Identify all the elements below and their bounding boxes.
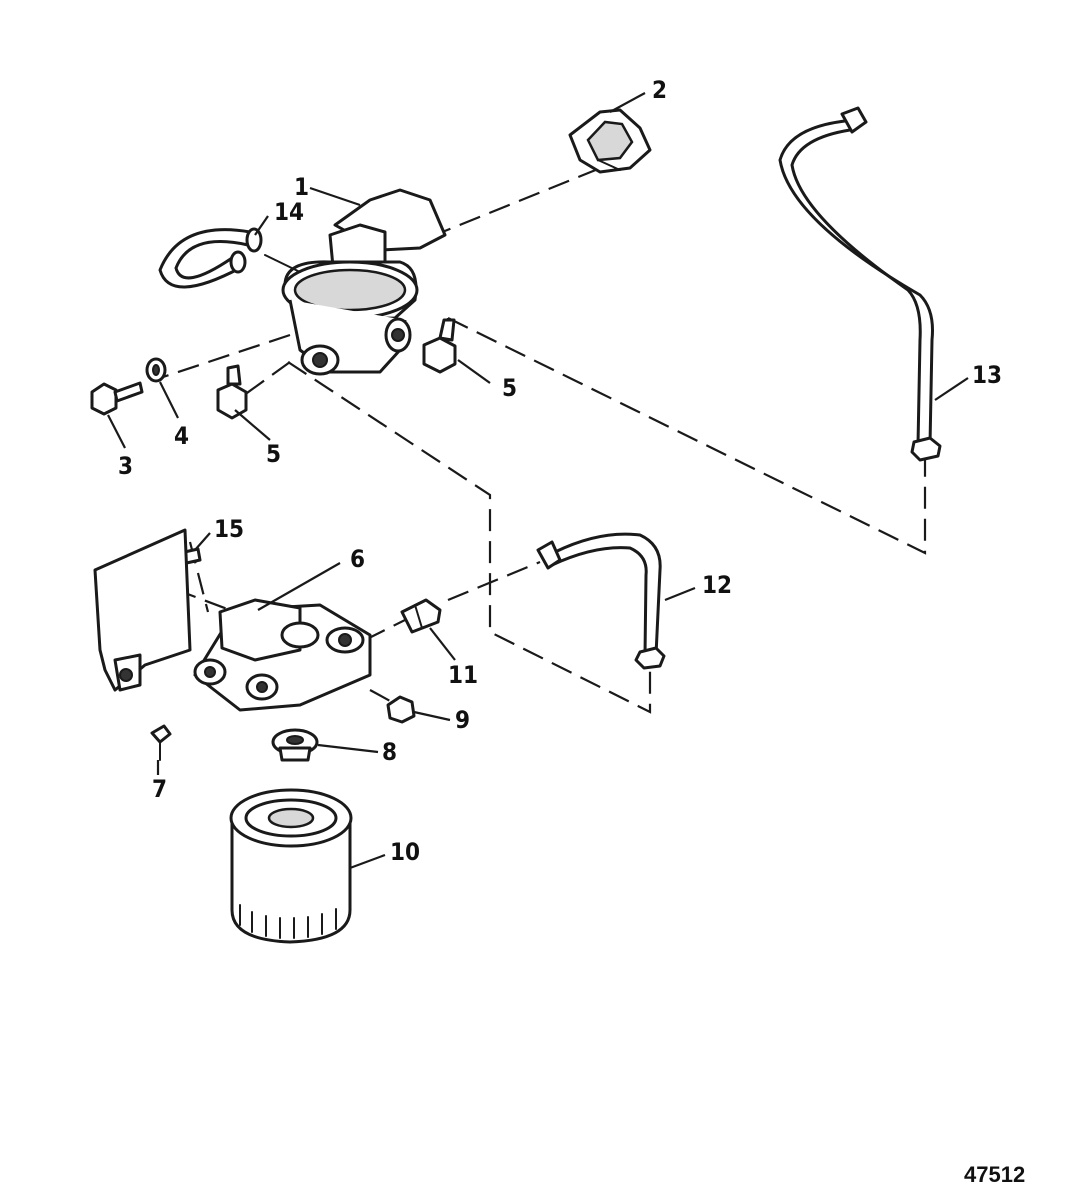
mounting-bracket — [93, 528, 192, 692]
callout-14: 14 — [274, 198, 304, 226]
callout-2: 2 — [652, 76, 667, 104]
part-7-plug — [150, 724, 172, 761]
callout-labels: 1 2 3 4 5 5 6 7 8 9 10 11 12 13 14 15 — [118, 76, 1002, 866]
part-11-fitting — [400, 598, 442, 634]
document-number: 47512 — [964, 1162, 1025, 1187]
callout-4: 4 — [174, 422, 189, 450]
part-5-elbow-fitting-right — [422, 318, 457, 374]
callout-13: 13 — [972, 361, 1002, 389]
part-9-nut — [386, 695, 416, 724]
part-8-adapter — [271, 728, 319, 762]
part-14-hose — [158, 227, 263, 289]
callout-15: 15 — [214, 515, 244, 543]
part-1-fuel-pump — [264, 188, 447, 376]
part-10-filter-canister — [229, 788, 353, 944]
part-13-fuel-line — [778, 106, 942, 462]
callout-5-left: 5 — [266, 440, 281, 468]
part-6-filter-head — [193, 598, 372, 712]
callout-leaders — [107, 92, 969, 870]
part-3-bolt — [90, 381, 144, 416]
callout-6: 6 — [350, 545, 365, 573]
part-2-gasket — [568, 108, 652, 174]
part-4-washer — [145, 357, 167, 383]
callout-10: 10 — [390, 838, 420, 866]
part-5-elbow-fitting-left — [216, 364, 248, 420]
callout-7: 7 — [152, 775, 167, 803]
callout-9: 9 — [455, 706, 470, 734]
callout-1: 1 — [294, 173, 309, 201]
callout-12: 12 — [702, 571, 732, 599]
part-12-fuel-line — [536, 532, 666, 670]
callout-8: 8 — [382, 738, 397, 766]
callout-11: 11 — [448, 661, 478, 689]
callout-3: 3 — [118, 452, 133, 480]
callout-5-right: 5 — [502, 374, 517, 402]
